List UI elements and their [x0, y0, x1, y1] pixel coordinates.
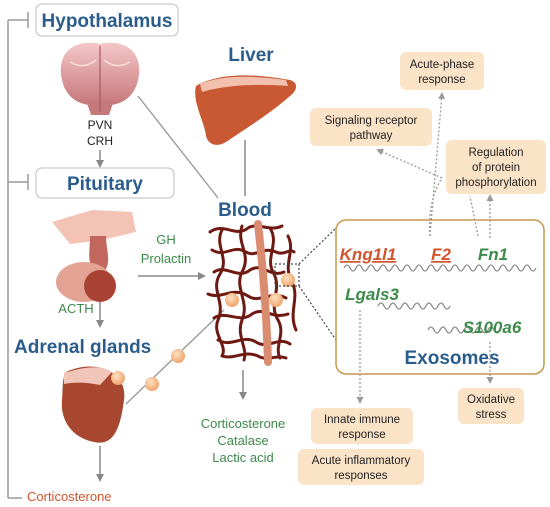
exosomes-title: Exosomes	[404, 348, 499, 369]
acth-label: ACTH	[58, 301, 93, 316]
svg-text:response: response	[338, 429, 385, 441]
hypothalamus-to-blood-line	[137, 95, 219, 199]
svg-text:stress: stress	[476, 409, 507, 421]
hypothalamus-brain-illustration	[60, 42, 140, 115]
svg-text:Regulation: Regulation	[469, 147, 524, 159]
svg-text:response: response	[418, 74, 465, 86]
pathway-acute-phase: Acute-phase response	[400, 52, 484, 90]
pituitary-frame	[35, 167, 175, 199]
blood-marker-corticosterone: Corticosterone	[201, 416, 286, 431]
pathway-acute-inflammatory: Acute inflammatory responses	[298, 449, 424, 485]
blood-marker-catalase: Catalase	[217, 433, 268, 448]
gene-kng1l1: Kng1l1	[340, 245, 397, 264]
blood-marker-lactic-acid: Lactic acid	[212, 450, 273, 465]
adrenal-gland-illustration	[61, 366, 125, 443]
pathway-innate-immune: Innate immune response	[311, 408, 413, 444]
prolactin-label: Prolactin	[141, 251, 192, 266]
feedback-bracket	[7, 12, 29, 499]
mrna-strands	[343, 264, 537, 334]
svg-text:Acute-phase: Acute-phase	[410, 59, 475, 71]
svg-text:Acute inflammatory: Acute inflammatory	[312, 455, 411, 467]
corticosterone-output-label: Corticosterone	[27, 489, 112, 504]
pathway-connectors	[356, 92, 494, 404]
svg-text:pathway: pathway	[350, 130, 393, 142]
svg-text:Innate immune: Innate immune	[324, 414, 400, 426]
gh-label: GH	[156, 232, 176, 247]
exosome-particles	[111, 273, 295, 391]
gene-s100a6: S100a6	[463, 318, 522, 337]
pathway-signaling-receptor: Signaling receptor pathway	[310, 108, 432, 146]
liver-label: Liver	[228, 45, 274, 66]
svg-text:Signaling receptor: Signaling receptor	[325, 115, 418, 127]
gene-f2: F2	[431, 245, 451, 264]
liver-illustration	[195, 75, 296, 145]
blood-label: Blood	[218, 200, 272, 221]
pituitary-label: Pituitary	[67, 174, 143, 195]
exosome-panel	[335, 219, 545, 375]
main-vessel	[254, 220, 272, 366]
zoom-region	[274, 263, 300, 287]
gene-lgals3: Lgals3	[345, 285, 399, 304]
zoom-line-top	[298, 227, 337, 265]
svg-text:responses: responses	[334, 470, 387, 482]
zoom-line-bottom	[298, 285, 337, 341]
adrenal-glands-label: Adrenal glands	[14, 337, 151, 358]
hypothalamus-frame	[35, 3, 179, 37]
pituitary-illustration	[52, 210, 136, 302]
hypothalamus-label: Hypothalamus	[42, 11, 173, 32]
pathway-protein-phosphorylation: Regulation of protein phosphorylation	[446, 140, 546, 194]
svg-text:of protein: of protein	[472, 162, 520, 174]
gene-fn1: Fn1	[478, 245, 508, 264]
pvn-label: PVN	[88, 118, 113, 132]
svg-text:phosphorylation: phosphorylation	[455, 177, 536, 189]
blood-vessel-network	[206, 224, 298, 362]
crh-label: CRH	[87, 134, 113, 148]
pathway-oxidative-stress: Oxidative stress	[458, 388, 524, 424]
svg-text:Oxidative: Oxidative	[467, 394, 515, 406]
